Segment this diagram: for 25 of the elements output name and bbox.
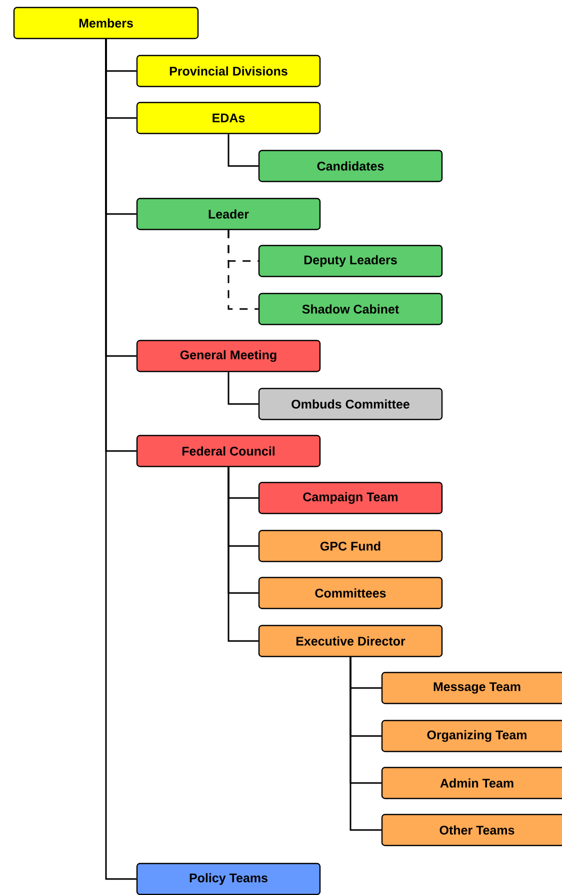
org-box: Deputy Leaders: [258, 244, 443, 278]
org-box: EDAs: [136, 102, 321, 134]
org-box: Organizing Team: [381, 720, 562, 752]
org-box: Admin Team: [381, 766, 562, 800]
org-box: Campaign Team: [258, 482, 443, 514]
connector: [350, 657, 382, 831]
connector: [105, 39, 136, 880]
org-box: Policy Teams: [136, 862, 321, 895]
org-box: Shadow Cabinet: [258, 292, 443, 326]
org-box: Provincial Divisions: [136, 54, 321, 88]
org-box: Candidates: [258, 150, 443, 182]
org-box: General Meeting: [136, 340, 321, 372]
org-box: Committees: [258, 576, 443, 610]
org-box: Federal Council: [136, 434, 321, 468]
org-box: Other Teams: [381, 814, 562, 846]
org-box: GPC Fund: [258, 530, 443, 562]
connector: [228, 372, 258, 405]
connector: [228, 230, 258, 310]
connector: [228, 467, 258, 642]
org-box: Leader: [136, 198, 321, 230]
org-box: Ombuds Committee: [258, 388, 443, 420]
org-box: Members: [13, 6, 199, 40]
connector: [228, 134, 258, 167]
org-box: Message Team: [381, 672, 562, 704]
org-box: Executive Director: [258, 624, 443, 658]
